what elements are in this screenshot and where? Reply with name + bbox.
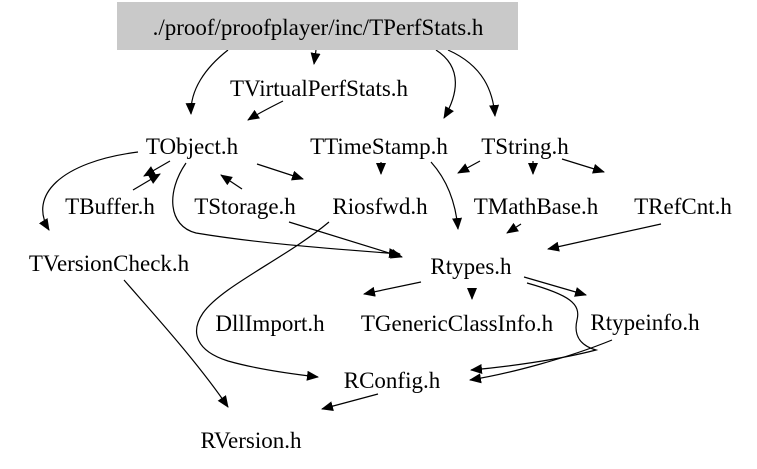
edge-rtypes-rtypeinfo <box>523 276 587 297</box>
node-dllimport[interactable]: DllImport.h <box>215 311 325 336</box>
node-tobject[interactable]: TObject.h <box>146 134 239 159</box>
node-rconfig[interactable]: RConfig.h <box>344 368 441 393</box>
edge-tstring-trefcnt <box>561 158 605 174</box>
edge-tperfstats-tstring <box>447 49 500 117</box>
node-tmathbase[interactable]: TMathBase.h <box>474 194 599 219</box>
edge-tobject-tbuffer <box>143 160 171 177</box>
node-tstorage[interactable]: TStorage.h <box>194 194 296 219</box>
edge-rconfig-rversion <box>321 393 379 411</box>
edge-tstorage-rtypes <box>288 221 403 259</box>
edge-tvirtualperfstats-tobject <box>247 100 284 121</box>
node-ttimestamp[interactable]: TTimeStamp.h <box>310 134 448 159</box>
root-node-label: ./proof/proofplayer/inc/TPerfStats.h <box>153 15 484 40</box>
edge-tperfstats-tvirtualperfstats <box>310 49 321 65</box>
edge-tperfstats-tobject <box>185 49 229 115</box>
edge-rtypeinfo-rconfig <box>469 339 613 384</box>
node-tbuffer[interactable]: TBuffer.h <box>65 194 155 219</box>
edge-tperfstats-ttimestamp <box>435 49 456 119</box>
edge-rtypes-dllimport <box>363 281 422 297</box>
node-tversioncheck[interactable]: TVersionCheck.h <box>29 251 190 276</box>
edge-rtypes-rconfig <box>470 282 599 375</box>
node-tperfstats: ./proof/proofplayer/inc/TPerfStats.h <box>117 2 518 50</box>
node-rversion[interactable]: RVersion.h <box>200 428 302 453</box>
edge-tobject-rtypes <box>172 162 401 259</box>
edge-trefcnt-rtypes <box>547 223 662 252</box>
edge-tbuffer-tobject <box>132 173 161 191</box>
node-rtypes[interactable]: Rtypes.h <box>430 254 512 279</box>
edges <box>38 49 662 411</box>
edge-tobject-riosfwd <box>256 163 304 181</box>
node-tvirtualperfstats[interactable]: TVirtualPerfStats.h <box>230 76 409 101</box>
edge-tstring-riosfwd <box>457 160 481 174</box>
root-node-box <box>117 2 518 50</box>
edge-tobject-tversioncheck <box>38 151 139 231</box>
node-tgenericclassinfo[interactable]: TGenericClassInfo.h <box>361 311 554 336</box>
node-tstring[interactable]: TString.h <box>481 134 569 159</box>
edge-ttimestamp-rtypes <box>430 161 463 230</box>
edge-tstorage-tobject <box>220 174 243 190</box>
node-trefcnt[interactable]: TRefCnt.h <box>634 194 732 219</box>
edge-tmathbase-rtypes <box>506 222 522 234</box>
edge-tversioncheck-rversion <box>123 279 229 408</box>
node-riosfwd[interactable]: Riosfwd.h <box>332 194 428 219</box>
node-rtypeinfo[interactable]: Rtypeinfo.h <box>590 310 700 335</box>
edge-riosfwd-rconfig <box>195 221 330 381</box>
